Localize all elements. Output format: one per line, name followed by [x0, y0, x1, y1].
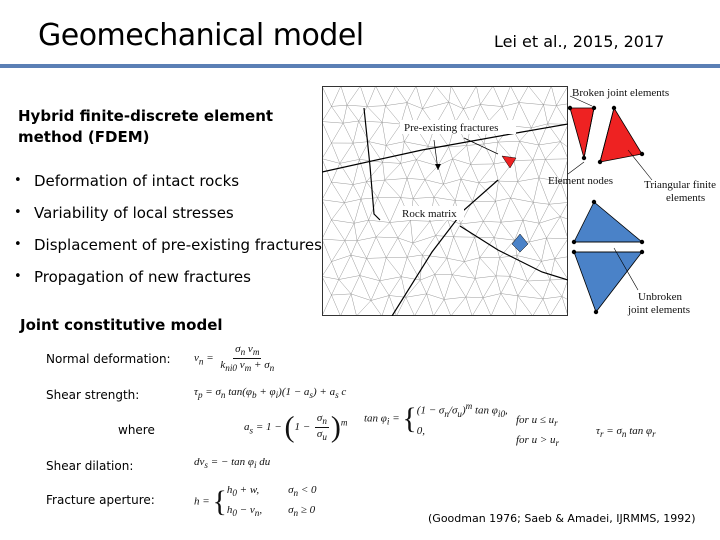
node-dot	[571, 249, 577, 255]
list-item: • Variability of local stresses	[14, 204, 334, 236]
residual-strength-equation: τr = σn tan φr	[596, 425, 656, 440]
broken-triangle-left	[569, 107, 595, 159]
list-item-text: Propagation of new fractures	[34, 268, 251, 286]
feature-list: • Deformation of intact rocks • Variabilit…	[14, 172, 334, 300]
unbroken-element-marker	[511, 233, 529, 253]
mesh-figure: Pre-existing fractures Rock matrix	[322, 86, 568, 316]
shear-strength-label: Shear strength:	[46, 388, 140, 402]
bullet-icon: •	[14, 269, 22, 284]
broken-triangle-right	[599, 106, 643, 163]
node-dot	[597, 159, 603, 165]
fracture-line-1	[363, 107, 381, 221]
list-item: • Displacement of pre-existing fractures	[14, 236, 334, 268]
section-title: Joint constitutive model	[20, 316, 223, 334]
bullet-icon: •	[14, 237, 22, 252]
unbroken-triangle-top	[573, 201, 644, 243]
element-nodes-label: Element nodes	[548, 175, 613, 187]
list-item-text: Displacement of pre-existing fractures	[34, 236, 322, 254]
leader-line	[463, 137, 499, 155]
shear-strength-equation: τp = σn tan(φb + φi)(1 − as) + as c	[194, 386, 347, 401]
fracture-line-3	[391, 179, 499, 316]
shear-dilation-label: Shear dilation:	[46, 459, 134, 473]
header-citation: Lei et al., 2015, 2017	[494, 32, 665, 51]
list-item-text: Deformation of intact rocks	[34, 172, 240, 190]
preexisting-fractures-label: Pre-existing fractures	[404, 122, 498, 134]
rock-matrix-label: Rock matrix	[402, 208, 457, 220]
list-item: • Deformation of intact rocks	[14, 172, 334, 204]
node-dot	[639, 239, 645, 245]
list-item: • Propagation of new fractures	[14, 268, 334, 300]
where-label: where	[118, 423, 155, 437]
dilation-angle-equation: tan φi = {(1 − σn/σu)m tan φi0,0,	[364, 401, 508, 437]
node-dot	[593, 309, 599, 315]
broken-element-marker	[501, 155, 517, 169]
method-subtitle: Hybrid finite-discrete element method (F…	[18, 107, 274, 146]
unbroken-label-1: Unbroken	[638, 291, 682, 303]
bottom-citation: (Goodman 1976; Saeb & Amadei, IJRMMS, 19…	[428, 512, 696, 525]
title-divider	[0, 64, 720, 68]
bullet-icon: •	[14, 173, 22, 188]
bullet-icon: •	[14, 205, 22, 220]
element-diagram: Broken joint elements Element nodes Tria…	[548, 87, 716, 316]
node-dot	[571, 239, 577, 245]
node-dot	[581, 155, 587, 161]
node-dot	[591, 199, 597, 205]
broken-joint-label: Broken joint elements	[572, 87, 669, 99]
mesh-border	[322, 86, 568, 316]
node-dot	[611, 105, 617, 111]
fracture-aperture-label: Fracture aperture:	[46, 493, 155, 507]
normal-deformation-label: Normal deformation:	[46, 352, 171, 366]
fracture-line-2	[322, 123, 568, 173]
arrow-head	[435, 164, 441, 170]
node-dot	[567, 105, 573, 111]
node-dot	[591, 105, 597, 111]
fracture-line-4	[459, 225, 568, 281]
unbroken-label-2: joint elements	[627, 304, 690, 316]
triangular-label-2: elements	[666, 192, 705, 204]
node-dot	[639, 151, 645, 157]
shear-dilation-equation: dvs = − tan φi du	[194, 456, 271, 471]
node-dot	[639, 249, 645, 255]
list-item-text: Variability of local stresses	[34, 204, 234, 222]
unbroken-triangle-bottom	[573, 251, 643, 313]
page-title: Geomechanical model	[38, 18, 364, 53]
triangular-label-1: Triangular finite	[644, 179, 716, 191]
